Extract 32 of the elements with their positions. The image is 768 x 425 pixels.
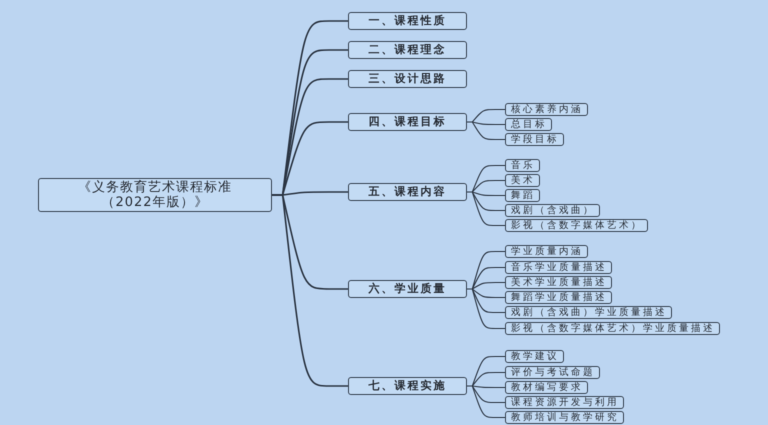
subtopic-box: 学段目标	[505, 133, 564, 146]
subtopic-box: 核心素养内涵	[505, 103, 588, 116]
subtopic-box: 戏剧（含戏曲）	[505, 204, 600, 217]
title-box: 《义务教育艺术课程标准（2022年版）》	[38, 178, 272, 212]
subtopic-box: 戏剧（含戏曲）学业质量描述	[505, 306, 672, 319]
subtopic-box: 教材编写要求	[505, 381, 588, 394]
subtopic-box: 美术学业质量描述	[505, 276, 612, 289]
subtopic-box: 音乐	[505, 159, 540, 172]
topic-box: 五、课程内容	[348, 183, 467, 201]
subtopic-box: 总目标	[505, 118, 552, 131]
connector-line	[272, 194, 348, 387]
subtopic-box: 音乐学业质量描述	[505, 261, 612, 274]
topic-box: 四、课程目标	[348, 113, 467, 131]
topic-box: 二、课程理念	[348, 41, 467, 59]
topic-box: 一、课程性质	[348, 12, 467, 30]
connector-line	[467, 288, 505, 330]
topic-box: 三、设计思路	[348, 70, 467, 88]
subtopic-box: 影视（含数字媒体艺术）学业质量描述	[505, 322, 720, 335]
subtopic-box: 影视（含数字媒体艺术）	[505, 219, 648, 232]
connector-line	[467, 191, 505, 226]
subtopic-box: 舞蹈学业质量描述	[505, 291, 612, 304]
subtopic-box: 评价与考试命题	[505, 366, 600, 379]
connector-line	[467, 121, 505, 140]
subtopic-box: 美术	[505, 174, 540, 187]
subtopic-box: 学业质量内涵	[505, 245, 588, 258]
connector-line	[467, 385, 505, 418]
subtopic-box: 舞蹈	[505, 189, 540, 202]
subtopic-box: 课程资源开发与利用	[505, 396, 624, 409]
subtopic-box: 教学建议	[505, 350, 564, 363]
topic-box: 七、课程实施	[348, 377, 467, 395]
subtopic-box: 教师培训与教学研究	[505, 411, 624, 424]
topic-box: 六、学业质量	[348, 280, 467, 298]
